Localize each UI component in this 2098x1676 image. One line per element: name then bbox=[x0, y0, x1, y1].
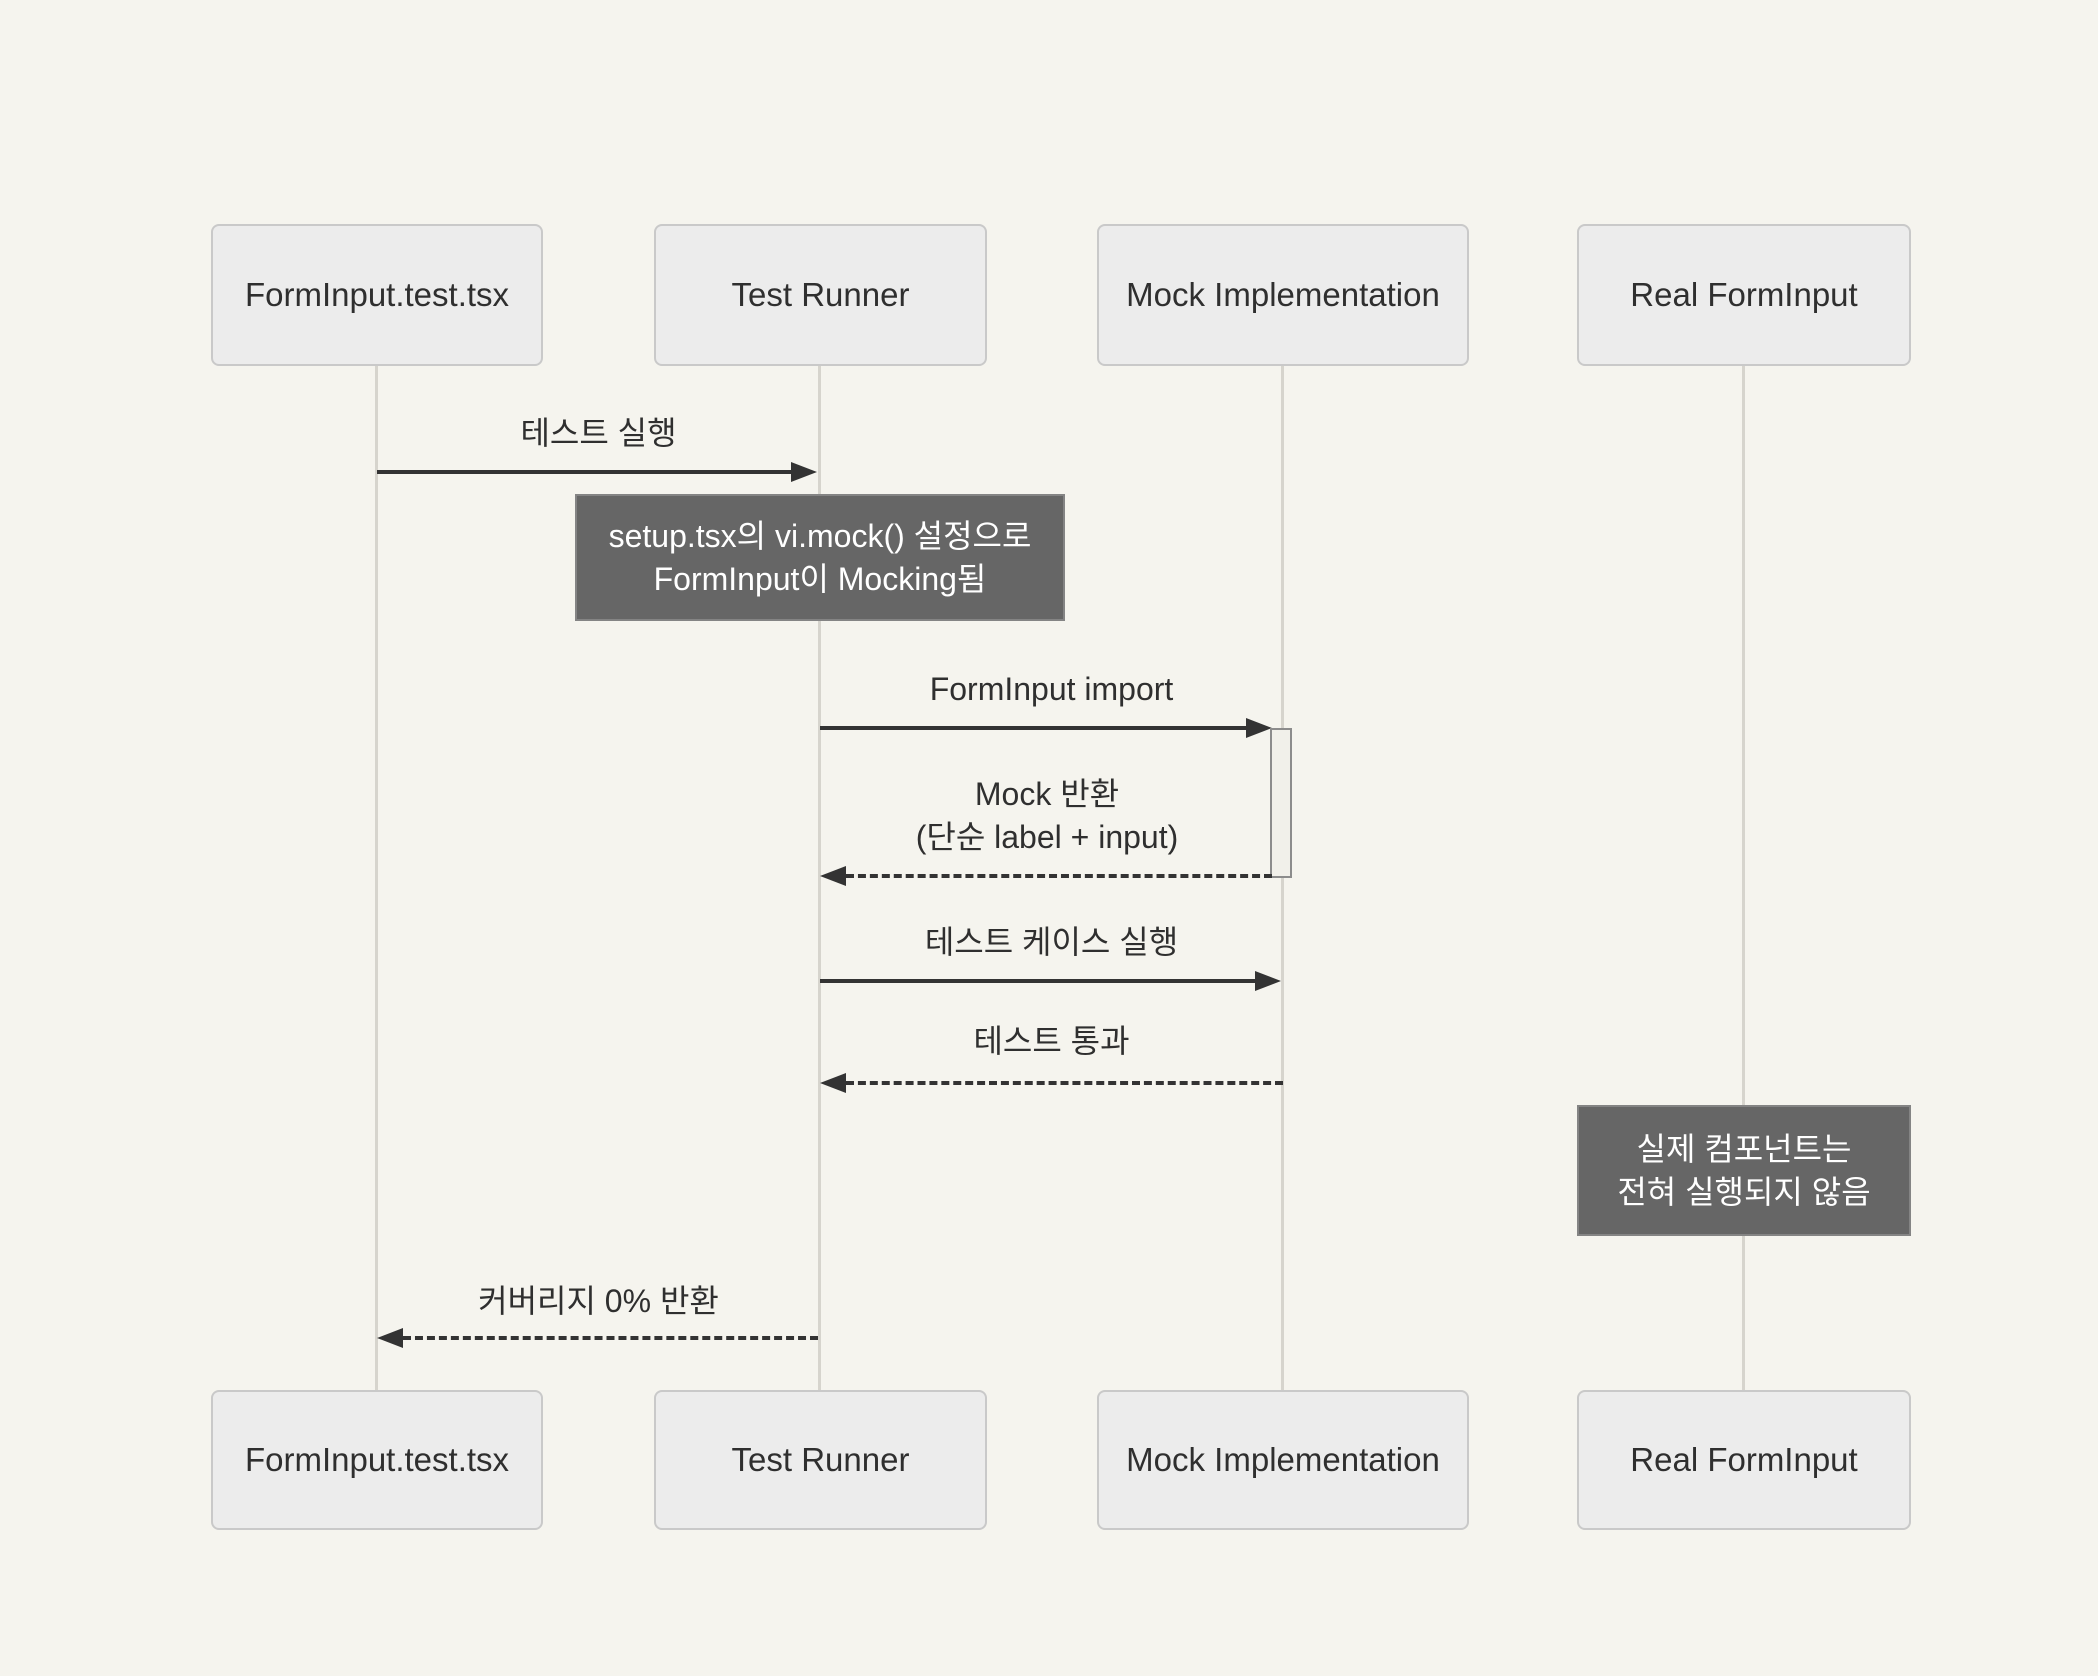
message-label-run-test: 테스트 실행 bbox=[520, 415, 677, 451]
participant-label: Test Runner bbox=[731, 276, 910, 313]
participant-label: Real FormInput bbox=[1630, 276, 1858, 313]
arrowhead-right-icon bbox=[1255, 971, 1281, 991]
participant-top-mock-implementation: Mock Implementation bbox=[1097, 224, 1469, 366]
message-label-run-test-case: 테스트 케이스 실행 bbox=[924, 924, 1179, 960]
participant-top-real-forminput: Real FormInput bbox=[1577, 224, 1911, 366]
message-label-test-pass: 테스트 통과 bbox=[973, 1023, 1130, 1059]
message-label-forminput-import: FormInput import bbox=[929, 671, 1174, 707]
participant-label: Real FormInput bbox=[1630, 1441, 1858, 1478]
note-line: 전혀 실행되지 않음 bbox=[1617, 1173, 1871, 1210]
arrowhead-left-icon bbox=[820, 866, 846, 886]
participant-label: Mock Implementation bbox=[1126, 276, 1440, 313]
note-line: 실제 컴포넌트는 bbox=[1636, 1130, 1852, 1167]
activation-bar-mock-implementation bbox=[1270, 728, 1292, 878]
lifeline-test-runner bbox=[818, 366, 821, 1390]
message-label-coverage-return: 커버리지 0% 반환 bbox=[478, 1283, 719, 1319]
message-line-coverage-return bbox=[403, 1336, 818, 1340]
arrowhead-right-icon bbox=[791, 462, 817, 482]
participant-label: FormInput.test.tsx bbox=[244, 276, 510, 313]
message-line-mock-return bbox=[846, 874, 1272, 878]
message-label-line: Mock 반환 bbox=[974, 776, 1120, 812]
participant-bottom-forminput-test: FormInput.test.tsx bbox=[211, 1390, 543, 1530]
participant-bottom-test-runner: Test Runner bbox=[654, 1390, 987, 1530]
message-line-test-pass bbox=[846, 1081, 1283, 1085]
message-line-run-test bbox=[377, 470, 791, 474]
participant-bottom-mock-implementation: Mock Implementation bbox=[1097, 1390, 1469, 1530]
message-line-run-test-case bbox=[820, 979, 1255, 983]
message-label-line: (단순 label + input) bbox=[915, 819, 1179, 855]
note-mocking-setup: setup.tsx의 vi.mock() 설정으로 FormInput이 Moc… bbox=[575, 494, 1065, 621]
participant-top-test-runner: Test Runner bbox=[654, 224, 987, 366]
arrowhead-left-icon bbox=[820, 1073, 846, 1093]
note-real-component-not-executed: 실제 컴포넌트는 전혀 실행되지 않음 bbox=[1577, 1105, 1911, 1236]
message-label-mock-return: Mock 반환 (단순 label + input) bbox=[822, 773, 1272, 859]
participant-label: Test Runner bbox=[731, 1441, 910, 1478]
participant-top-forminput-test: FormInput.test.tsx bbox=[211, 224, 543, 366]
arrowhead-right-icon bbox=[1246, 718, 1272, 738]
participant-bottom-real-forminput: Real FormInput bbox=[1577, 1390, 1911, 1530]
lifeline-real-forminput bbox=[1742, 366, 1745, 1390]
note-line: setup.tsx의 vi.mock() 설정으로 bbox=[608, 517, 1032, 554]
participant-label: FormInput.test.tsx bbox=[244, 1441, 510, 1478]
note-line: FormInput이 Mocking됨 bbox=[653, 560, 987, 597]
lifeline-forminput-test bbox=[375, 366, 378, 1390]
message-line-forminput-import bbox=[820, 726, 1246, 730]
participant-label: Mock Implementation bbox=[1126, 1441, 1440, 1478]
arrowhead-left-icon bbox=[377, 1328, 403, 1348]
lifeline-mock-implementation bbox=[1281, 366, 1284, 1390]
